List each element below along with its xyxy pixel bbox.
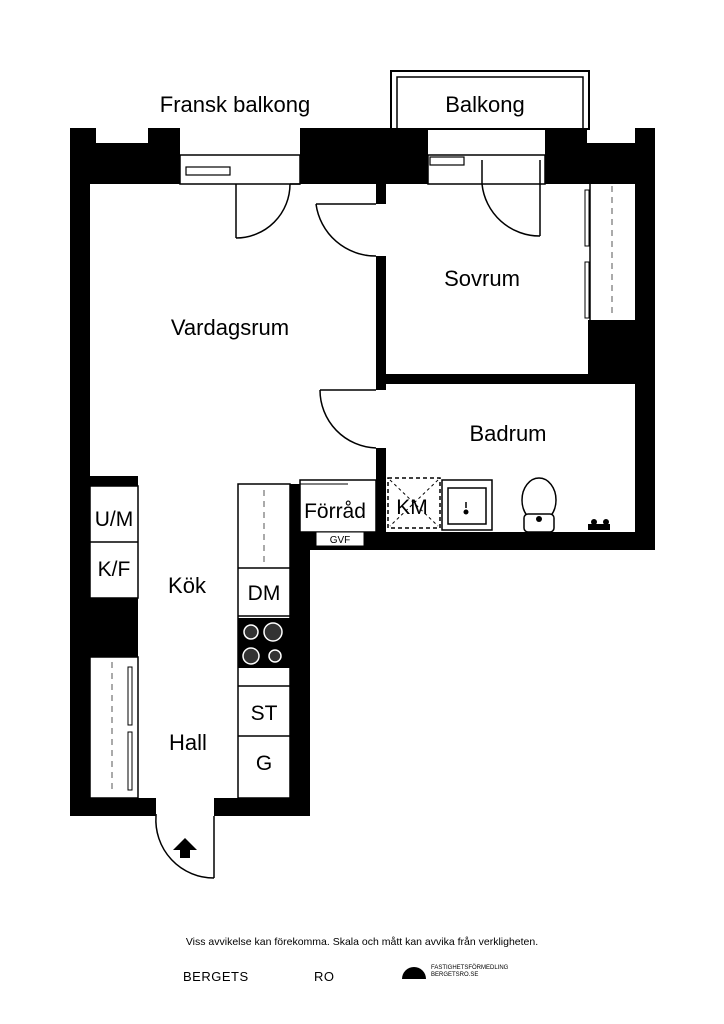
label-sovrum: Sovrum [444,266,520,291]
label-vardagsrum: Vardagsrum [171,315,289,340]
label-g: G [256,752,272,775]
label-fransk-balkong: Fransk balkong [160,92,310,117]
agency-line-1: FASTIGHETSFÖRMEDLING [431,965,509,971]
tap-icon [588,519,610,530]
label-forrad: Förråd [304,500,366,523]
label-kok: Kök [168,573,207,598]
brand-left: BERGETS [183,969,249,984]
label-st: ST [251,702,278,725]
label-balkong: Balkong [445,92,525,117]
doors [155,160,541,879]
toilet-icon [521,477,557,533]
label-badrum: Badrum [469,421,546,446]
label-hall: Hall [169,730,207,755]
brand-right: RO [314,969,335,984]
disclaimer-text: Viss avvikelse kan förekomma. Skala och … [185,936,539,948]
sovrum-wardrobe [584,184,635,320]
window-fransk-balkong [179,154,301,185]
sink-icon [441,479,493,531]
agency-logo-icon [402,967,426,979]
balcony-inner-outline [396,76,584,130]
label-kf: K/F [98,558,131,581]
washing-machine [387,477,441,529]
label-um: U/M [95,508,134,531]
forrad-storage [299,479,377,547]
label-km: KM [396,496,428,519]
window-balkong [427,154,546,185]
label-gvf: GVF [330,535,351,546]
agency-line-2: BERGETSRO.SE [431,972,479,978]
entrance-arrow-icon [173,838,197,858]
agency-text: FASTIGHETSFÖRMEDLING BERGETSRO.SE [431,965,508,979]
stove-icon [238,618,290,668]
label-dm: DM [248,582,281,605]
left-storage [89,485,139,599]
hall-wardrobe [89,656,139,799]
walls [70,128,655,816]
